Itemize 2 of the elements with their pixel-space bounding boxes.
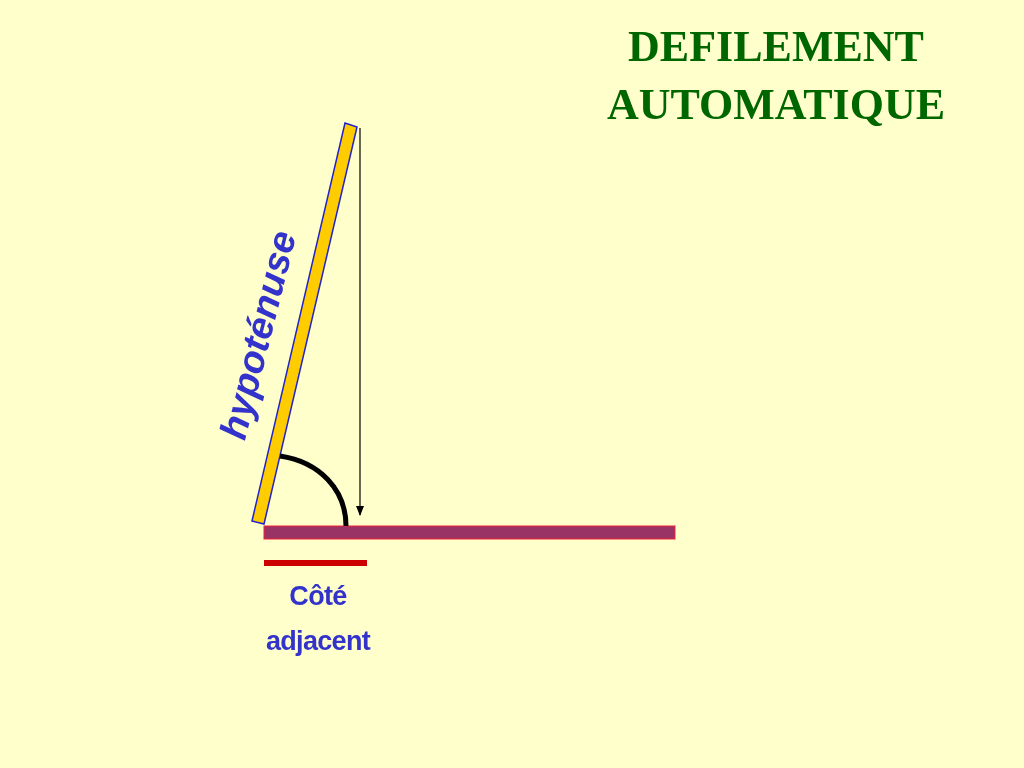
title: DEFILEMENT AUTOMATIQUE (605, 21, 947, 131)
adjacent-side-label: Côté adjacent (264, 580, 372, 658)
